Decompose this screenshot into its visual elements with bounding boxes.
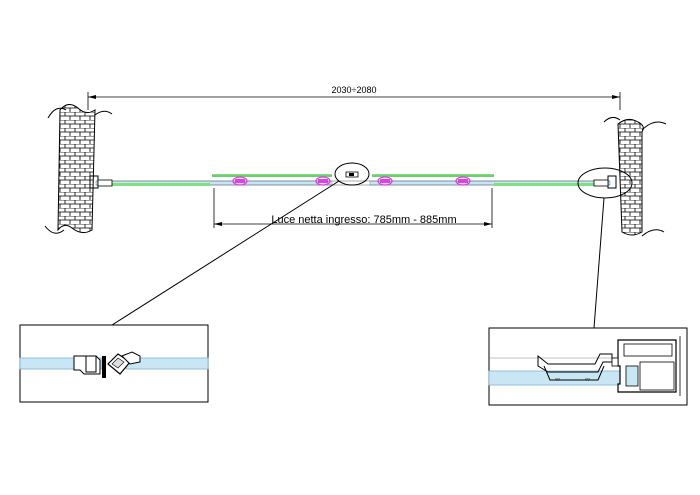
detail-box-left	[19, 324, 209, 403]
detail-circle-right	[577, 167, 633, 199]
opening-dimension: Luce netta ingresso: 785mm - 885mm	[213, 188, 493, 228]
left-wall	[44, 104, 113, 234]
roller	[315, 176, 331, 186]
roller	[377, 176, 393, 186]
detail-box-right: ▿▿ ▿▿	[488, 327, 688, 406]
detail-circle-center	[334, 162, 370, 186]
overall-dimension: 2030÷2080	[87, 85, 621, 110]
door-panels	[89, 171, 617, 189]
roller	[455, 176, 471, 186]
roller	[232, 176, 248, 186]
opening-dimension-label: Luce netta ingresso: 785mm - 885mm	[271, 214, 456, 226]
overall-dimension-label: 2030÷2080	[332, 85, 377, 95]
svg-text:▿▿: ▿▿	[555, 377, 561, 383]
right-wall	[603, 116, 667, 237]
svg-text:▿▿: ▿▿	[585, 377, 591, 383]
